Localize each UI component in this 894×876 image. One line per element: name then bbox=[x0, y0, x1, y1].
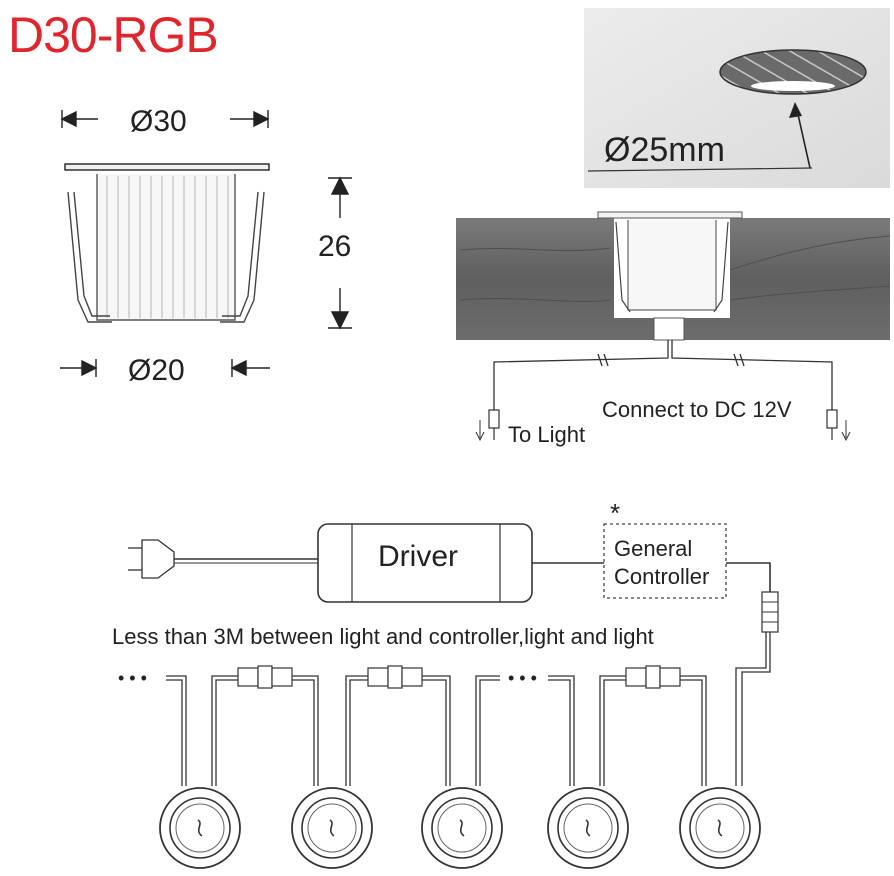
chain-connector-icon-1 bbox=[237, 667, 259, 687]
hole-size-panel: Ø25mm bbox=[584, 8, 890, 188]
dim-arrow-left-icon bbox=[60, 110, 77, 128]
to-light-label: To Light bbox=[508, 422, 585, 447]
asterisk-mark: * bbox=[610, 498, 620, 528]
dimension-drawing bbox=[60, 110, 352, 377]
driver-label: Driver bbox=[378, 540, 458, 573]
deck-light-icon-1 bbox=[159, 787, 241, 869]
top-diameter-label: Ø30 bbox=[130, 105, 187, 138]
dim-arrow-down-icon bbox=[330, 311, 350, 330]
distance-note: Less than 3M between light and controlle… bbox=[112, 624, 654, 649]
drill-hole-icon bbox=[719, 49, 867, 95]
connect-dc-label: Connect to DC 12V bbox=[602, 397, 792, 422]
down-arrow-icon bbox=[475, 431, 485, 442]
product-title: D30-RGB bbox=[8, 7, 219, 63]
pointer-arrow-icon bbox=[789, 102, 802, 118]
deck-light-icon-4 bbox=[547, 787, 629, 869]
light-plug-icon bbox=[488, 409, 500, 429]
deck-light-icon-5 bbox=[679, 787, 761, 869]
dim-arrow-right-icon bbox=[253, 110, 270, 128]
dim-arrow-in-right-icon bbox=[230, 359, 247, 377]
fixture-flange bbox=[64, 163, 270, 171]
hole-diameter-label: Ø25mm bbox=[604, 131, 725, 169]
controller-label-line1: General bbox=[614, 536, 692, 561]
dots-middle: • • • bbox=[508, 668, 537, 688]
bottom-diameter-label: Ø20 bbox=[128, 354, 185, 387]
controller-box bbox=[603, 523, 727, 599]
deck-light-icon-3 bbox=[421, 787, 503, 869]
installation-section: To Light Connect to DC 12V bbox=[456, 211, 891, 447]
chain-connector-icon-3 bbox=[625, 667, 647, 687]
wiring-diagram: Driver General Controller * Less than 3M… bbox=[112, 498, 779, 869]
height-label: 26 bbox=[318, 230, 351, 263]
dim-arrow-up-icon bbox=[330, 176, 350, 195]
power-plug-icon bbox=[826, 409, 838, 429]
dots-left: • • • bbox=[118, 668, 147, 688]
down-arrow-icon-2 bbox=[841, 431, 851, 442]
deck-light-icon-2 bbox=[291, 787, 373, 869]
dim-arrow-in-left-icon bbox=[81, 359, 98, 377]
chain-connector-icon-2 bbox=[367, 667, 389, 687]
power-plug-icon-main bbox=[128, 539, 175, 579]
controller-label-line2: Controller bbox=[614, 564, 709, 589]
